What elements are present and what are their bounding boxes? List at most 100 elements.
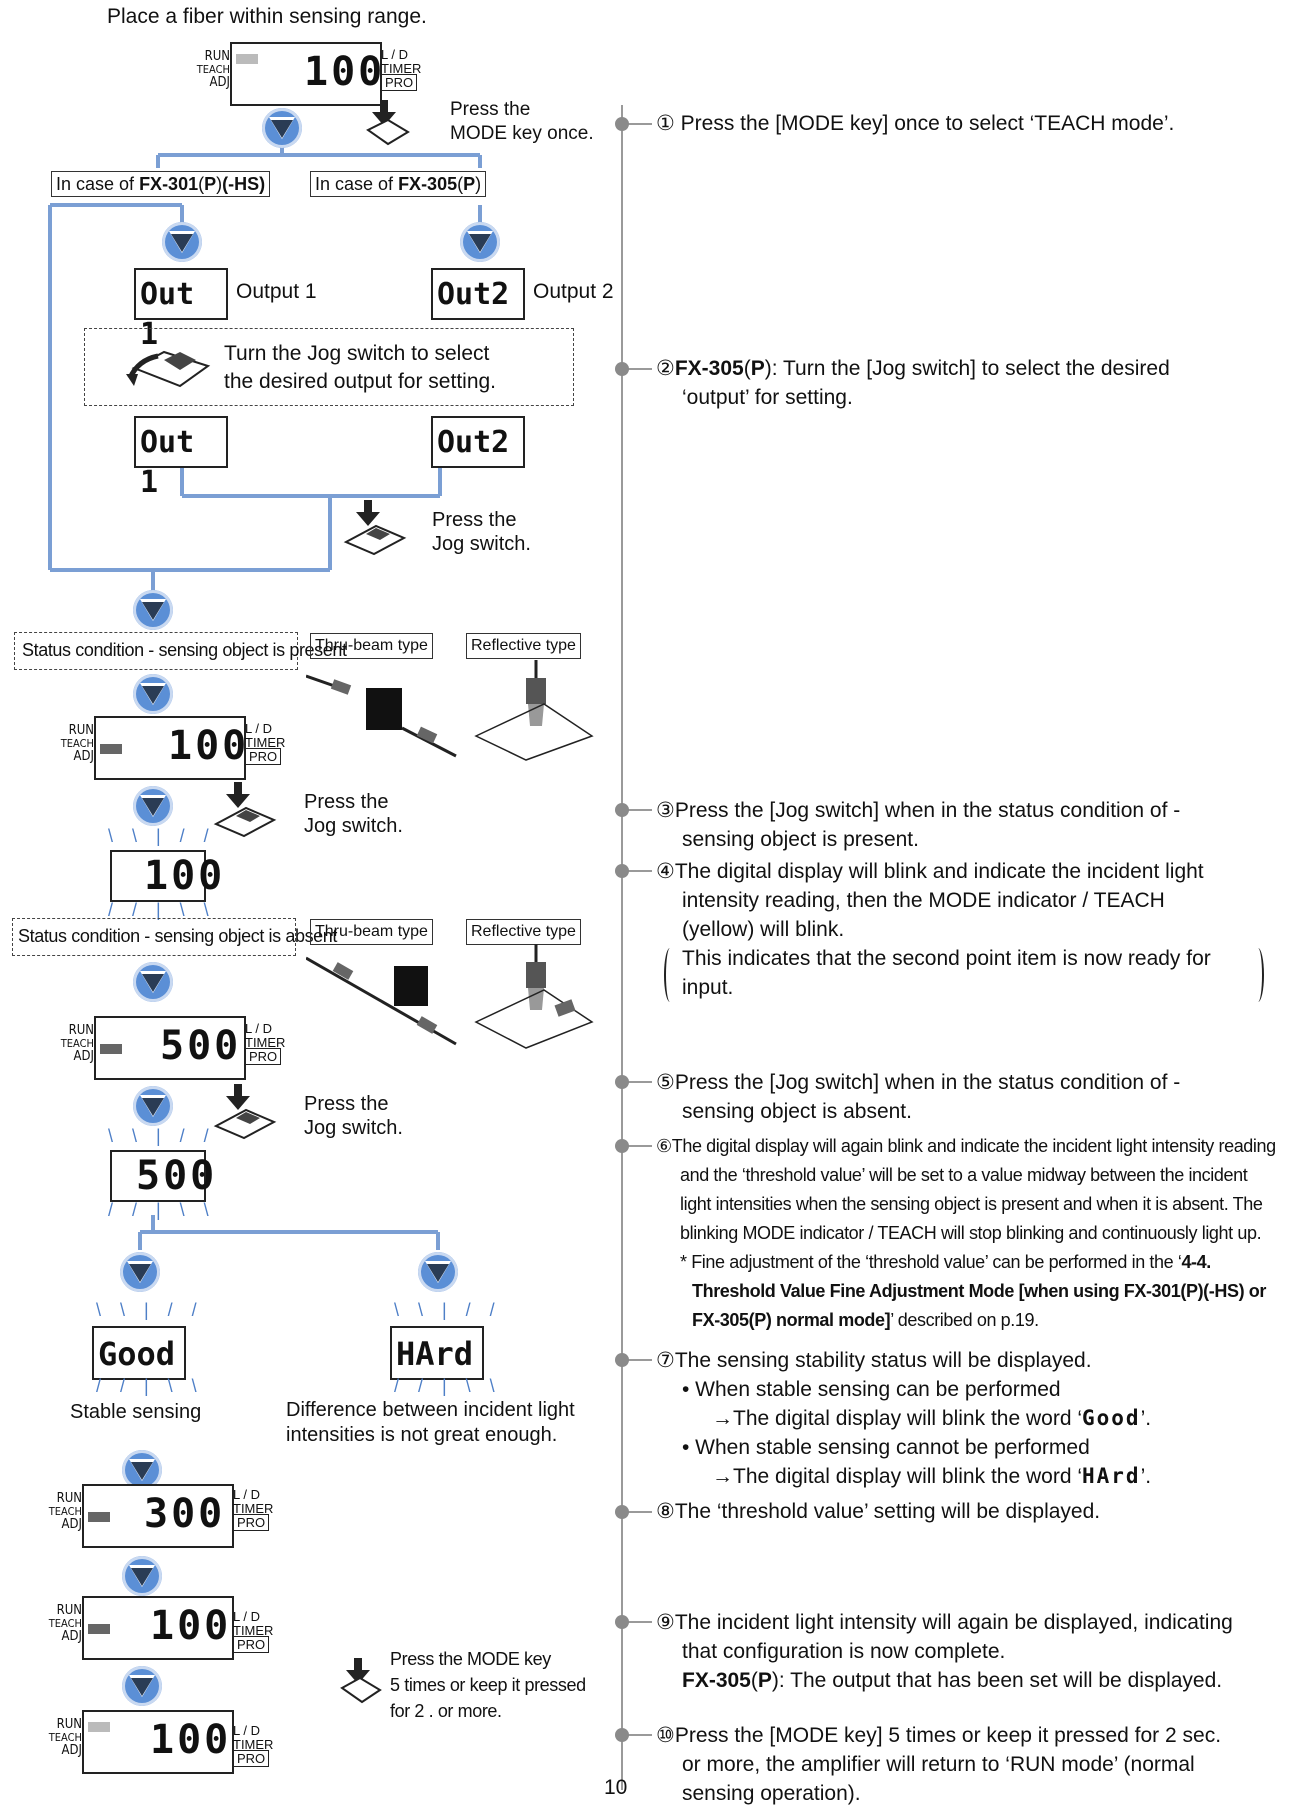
case301-model: FX-301 [139, 174, 199, 194]
step6-text-a: The digital display will again blink and… [671, 1136, 1276, 1156]
case301-prefix: In case of [56, 174, 140, 194]
difference-line1: Difference between incident light [286, 1399, 575, 1421]
press-jog-line2: Jog switch. [432, 533, 531, 555]
press-mode-line1: Press the [450, 99, 531, 120]
blink-rays-icon: \ \ | / / [108, 826, 216, 846]
step6-note-end: ’ described on p.19. [890, 1310, 1039, 1330]
step6-note-a: * Fine adjustment of the ‘threshold valu… [680, 1252, 1182, 1272]
triangle-down-icon [460, 222, 500, 262]
reflective-label: Reflective type [466, 919, 581, 945]
step-1: ① Press the [MODE key] once to select ‘T… [656, 112, 1175, 135]
press-mode5-line1: Press the MODE key [390, 1649, 551, 1669]
step4-text-e: input. [682, 976, 734, 999]
display-value: 100 [304, 49, 386, 95]
out2-display-2: Out2 [431, 416, 525, 468]
display-value: 100 [168, 723, 250, 769]
step10-text-c: sensing operation). [682, 1782, 861, 1805]
mode-indicator [88, 1512, 110, 1522]
run-label: RUN [56, 1491, 82, 1506]
step7-text-d: • When stable sensing cannot be performe… [682, 1436, 1090, 1459]
pro-label: PRO [233, 1636, 270, 1653]
ld-label: L / D [233, 1487, 260, 1502]
step4-text-d: This indicates that the second point ite… [682, 947, 1211, 970]
jog-select-box [84, 328, 574, 406]
triangle-down-icon [122, 1666, 162, 1706]
out2-display: Out2 [431, 268, 525, 320]
blink-rays-icon: / / | \ \ [108, 900, 216, 920]
case301-hs: (-HS) [222, 174, 266, 194]
timer-label: TIMER [245, 735, 286, 750]
step7-text-c2: ’. [1140, 1407, 1152, 1430]
ld-label: L / D [233, 1609, 260, 1624]
out1-value-2: Out 1 [140, 425, 195, 500]
blinking-value: 500 [136, 1153, 218, 1199]
blink-rays-icon: \ \ | / / [394, 1300, 502, 1320]
step-5: ⑤Press the [Jog switch] when in the stat… [656, 1068, 1180, 1126]
step9-num: ⑨ [656, 1611, 675, 1634]
step3-text-b: sensing object is present. [682, 828, 919, 851]
blink-rays-icon: / / | \ \ [394, 1376, 502, 1396]
press-mode5-line3: for 2 . or more. [390, 1701, 502, 1721]
mode-indicator [88, 1624, 110, 1634]
timer-label: TIMER [233, 1501, 274, 1516]
pro-label: PRO [381, 74, 418, 91]
step9-p: P [757, 1669, 772, 1692]
hand-press-icon [213, 782, 277, 838]
stable-sensing-label: Stable sensing [70, 1401, 202, 1423]
step5-text-a: Press the [Jog switch] when in the statu… [674, 1071, 1181, 1094]
difference-line2: intensities is not great enough. [286, 1424, 558, 1446]
triangle-down-icon [122, 1450, 162, 1490]
teach-label: TEACH [48, 1617, 82, 1630]
ld-label: L / D [233, 1723, 260, 1738]
run-label: RUN [68, 723, 94, 738]
adj-label: ADJ [73, 749, 94, 764]
step7-text-a: The sensing stability status will be dis… [674, 1349, 1092, 1372]
timer-label: TIMER [233, 1623, 274, 1638]
step9-text-b: that configuration is now complete. [682, 1640, 1006, 1663]
display-value: 300 [144, 1491, 226, 1537]
ld-label: L / D [245, 1021, 272, 1036]
ld-label: L / D [245, 721, 272, 736]
intro-text: Place a fiber within sensing range. [107, 5, 427, 28]
mode-indicator [88, 1722, 110, 1732]
jog-select-line1: Turn the Jog switch to select [224, 342, 490, 365]
teach-label: TEACH [60, 1037, 94, 1050]
press-jog-line2: Jog switch. [304, 815, 403, 837]
mode-indicator [100, 1044, 122, 1054]
step4-num: ④ [656, 860, 675, 883]
thru-beam-sensor-icon [306, 956, 457, 1046]
step6-text-b: and the ‘threshold value’ will be set to… [680, 1165, 1248, 1185]
triangle-down-icon [133, 1086, 173, 1126]
step6-num: ⑥ [656, 1136, 672, 1156]
hand-press-icon [366, 100, 410, 146]
output2-label: Output 2 [533, 280, 614, 303]
blink-rays-icon: \ \ | / / [96, 1300, 204, 1320]
step-3: ③Press the [Jog switch] when in the stat… [656, 796, 1180, 854]
step4-text-a: The digital display will blink and indic… [674, 860, 1204, 883]
step4-text-c: (yellow) will blink. [682, 918, 845, 941]
case305-prefix: In case of [315, 174, 399, 194]
press-jog-line2: Jog switch. [304, 1117, 403, 1139]
display-value: 500 [160, 1023, 242, 1069]
step7-text-b: • When stable sensing can be performed [682, 1378, 1061, 1401]
paren-left [664, 948, 676, 1002]
press-mode5-line2: 5 times or keep it pressed [390, 1675, 586, 1695]
blinking-display: 100 [110, 850, 222, 902]
status-absent-text: Status condition - sensing object is abs… [18, 926, 337, 946]
hard-value: HArd [396, 1335, 474, 1373]
output1-label: Output 1 [236, 280, 317, 303]
step9-text-a: The incident light intensity will again … [674, 1611, 1233, 1634]
good-display: Good [92, 1326, 186, 1380]
teach-label: TEACH [48, 1505, 82, 1518]
step6-note-bold1: 4-4. [1181, 1252, 1211, 1272]
step8-text-a: The ‘threshold value’ setting will be di… [674, 1500, 1101, 1523]
teach-label: TEACH [196, 63, 230, 76]
step7-text-e: →The digital display will blink the word… [712, 1465, 1082, 1488]
